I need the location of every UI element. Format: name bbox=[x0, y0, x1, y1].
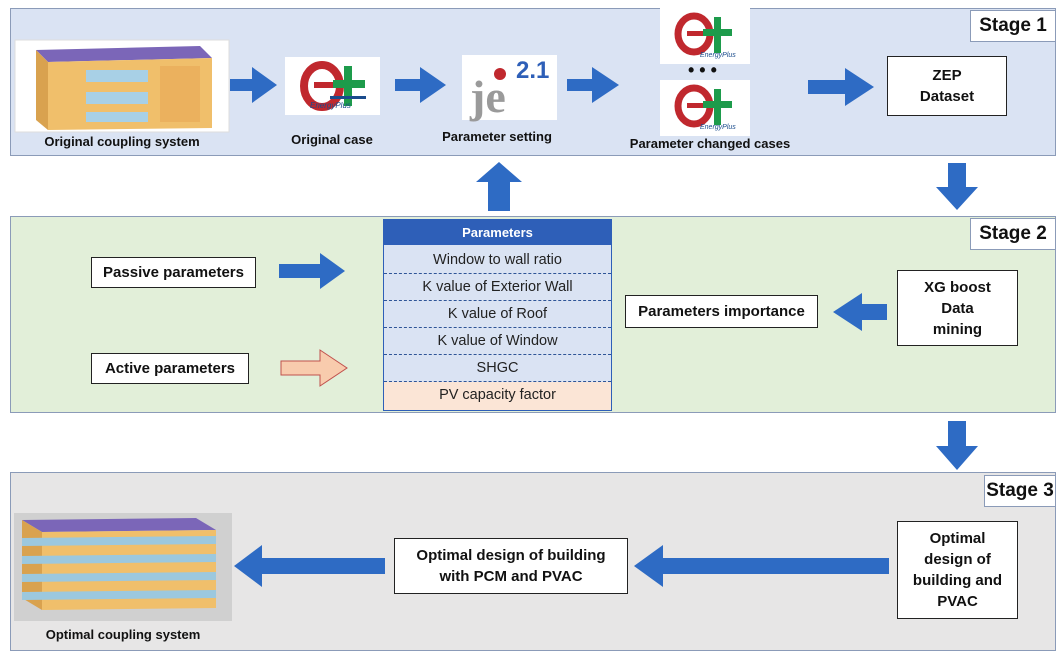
parameter-row-pv: PV capacity factor bbox=[384, 382, 611, 410]
arrow-down-1 bbox=[936, 163, 978, 210]
optimal-design-line2: design of bbox=[924, 551, 991, 568]
energyplus-logo-changed-1 bbox=[660, 8, 750, 64]
energyplus-logo-changed-2 bbox=[660, 80, 750, 136]
optimal-design-line4: PVAC bbox=[937, 593, 978, 610]
optimal-design-box: Optimal design of building and PVAC bbox=[897, 521, 1018, 619]
ellipsis-dots: • • • bbox=[688, 60, 717, 80]
arrow-passive bbox=[279, 253, 345, 289]
xgboost-line3: mining bbox=[932, 320, 983, 338]
pcm-pvac-line1: Optimal design of building bbox=[416, 547, 606, 564]
original-system-caption: Original coupling system bbox=[44, 134, 200, 149]
xgboost-line2: Data bbox=[941, 299, 974, 317]
pcm-pvac-line2: with PCM and PVAC bbox=[439, 568, 583, 585]
arrow-right-3 bbox=[567, 67, 619, 103]
arrow-importance bbox=[833, 293, 887, 331]
zep-dataset-line1: ZEP bbox=[932, 67, 962, 84]
xgboost-line1: XG boost bbox=[924, 278, 991, 296]
jeplus-logo: je bbox=[462, 55, 557, 122]
arrow-left-2 bbox=[234, 545, 385, 587]
original-case-caption: Original case bbox=[291, 132, 373, 147]
arrow-right-2 bbox=[395, 67, 446, 103]
energyplus-text-changed-2: EnergyPlus bbox=[700, 124, 736, 131]
optimal-building-image bbox=[14, 513, 232, 621]
parameter-row: K value of Roof bbox=[384, 301, 611, 328]
arrow-right-4 bbox=[808, 68, 874, 106]
arrow-right-1 bbox=[230, 67, 277, 103]
arrow-left-1 bbox=[634, 545, 889, 587]
parameter-row: K value of Window bbox=[384, 328, 611, 355]
zep-dataset-box: ZEP Dataset bbox=[887, 56, 1007, 116]
parameters-table: Parameters Window to wall ratio K value … bbox=[383, 219, 612, 411]
energyplus-text-original: EnergyPlus bbox=[310, 101, 351, 110]
changed-cases-caption: Parameter changed cases bbox=[629, 136, 791, 151]
arrow-down-2 bbox=[936, 421, 978, 470]
stage3-label: Stage 3 bbox=[984, 475, 1056, 507]
optimal-design-line1: Optimal bbox=[929, 530, 986, 547]
stage2-label: Stage 2 bbox=[970, 218, 1056, 250]
optimal-design-line3: building and bbox=[912, 572, 1003, 589]
arrow-active bbox=[280, 349, 348, 387]
energyplus-text-changed-1: EnergyPlus bbox=[700, 52, 736, 59]
jeplus-version: 2.1 bbox=[516, 57, 550, 84]
stage1-label: Stage 1 bbox=[970, 10, 1056, 42]
parameter-row: K value of Exterior Wall bbox=[384, 274, 611, 301]
parameters-importance-box: Parameters importance bbox=[625, 295, 818, 328]
xgboost-box: XG boost Data mining bbox=[897, 270, 1018, 346]
parameters-header: Parameters bbox=[384, 220, 611, 245]
passive-parameters-box: Passive parameters bbox=[91, 257, 256, 288]
pcm-pvac-box: Optimal design of building with PCM and … bbox=[394, 538, 628, 594]
parameter-row: SHGC bbox=[384, 355, 611, 382]
optimal-system-caption: Optimal coupling system bbox=[45, 627, 201, 642]
active-parameters-box: Active parameters bbox=[91, 353, 249, 384]
parameter-row: Window to wall ratio bbox=[384, 247, 611, 274]
zep-dataset-line2: Dataset bbox=[919, 88, 975, 105]
original-building-image bbox=[14, 39, 230, 133]
energyplus-logo-original bbox=[285, 57, 380, 115]
parameter-setting-caption: Parameter setting bbox=[442, 129, 552, 144]
arrow-up bbox=[476, 162, 522, 211]
